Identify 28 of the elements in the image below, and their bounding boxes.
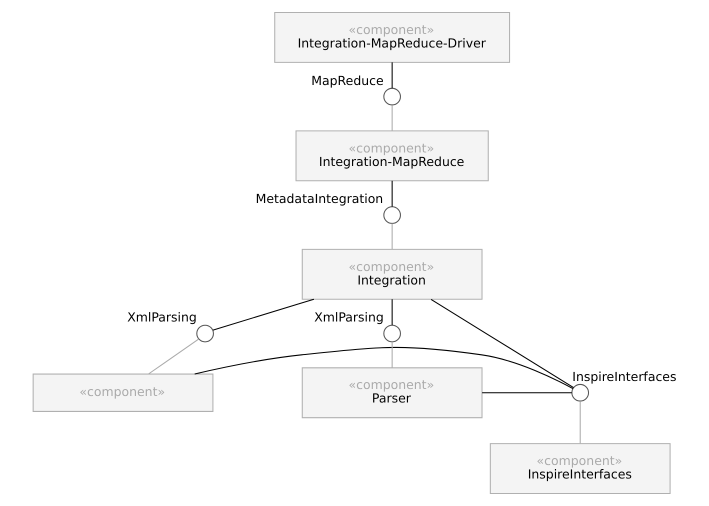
connector bbox=[391, 299, 392, 326]
node-box: «component» Integration bbox=[301, 248, 482, 300]
connector bbox=[482, 392, 572, 394]
node-box: «component» Integration-MapReduce-Driver bbox=[274, 12, 510, 63]
node-label: MetadataIntegration bbox=[255, 191, 383, 206]
node-circle bbox=[196, 324, 214, 342]
connector bbox=[194, 346, 573, 390]
connector bbox=[148, 338, 198, 374]
connector bbox=[391, 105, 392, 131]
node-label: XmlParsing bbox=[126, 310, 196, 325]
connector bbox=[391, 62, 392, 88]
node-box: «component» bbox=[32, 374, 213, 412]
connector bbox=[391, 180, 392, 207]
node-circle bbox=[382, 324, 400, 342]
node-circle bbox=[570, 384, 589, 402]
connector bbox=[579, 401, 580, 444]
node-box: «component» InspireInterfaces bbox=[489, 443, 670, 494]
node-label: XmlParsing bbox=[314, 310, 384, 325]
node-circle bbox=[382, 206, 400, 224]
node-box: «component» Parser bbox=[301, 367, 482, 418]
node-label: InspireInterfaces bbox=[572, 368, 676, 384]
connector bbox=[391, 224, 392, 250]
connector bbox=[430, 299, 574, 388]
node-box: «component» Integration-MapReduce bbox=[295, 130, 488, 182]
node-label: MapReduce bbox=[310, 72, 384, 88]
connector bbox=[212, 298, 314, 331]
node-circle bbox=[382, 88, 400, 106]
connector bbox=[391, 342, 392, 368]
